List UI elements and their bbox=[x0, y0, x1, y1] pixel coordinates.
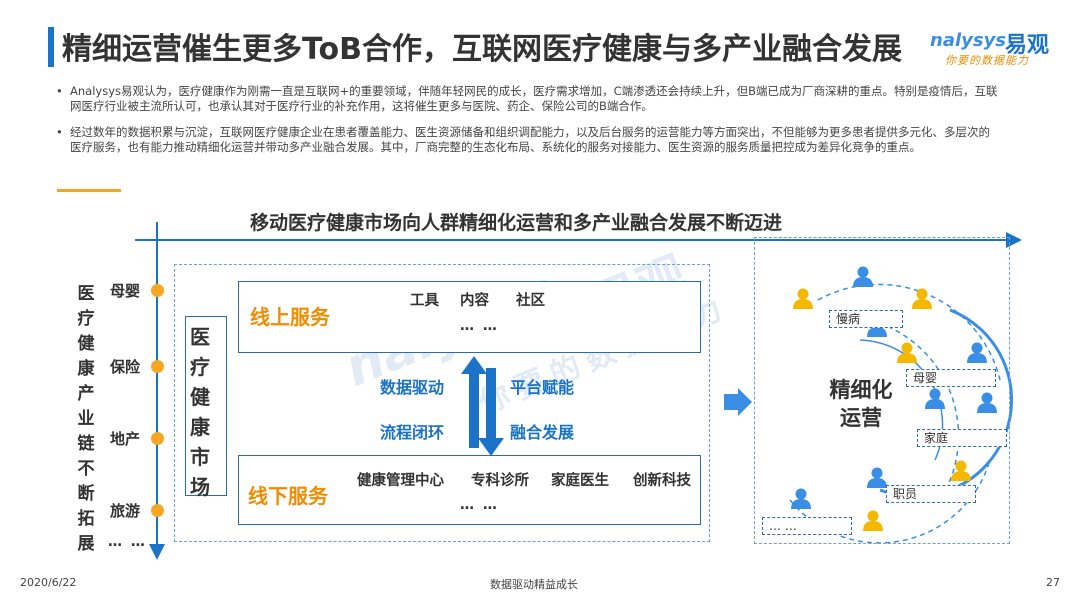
segment-family: 家庭 bbox=[917, 429, 1007, 447]
person-icon-2 bbox=[793, 288, 813, 309]
online-item-tools: 工具 bbox=[410, 293, 439, 309]
person-icon-12 bbox=[863, 510, 883, 531]
bullet-marker: • bbox=[56, 84, 63, 98]
section-divider bbox=[57, 189, 121, 192]
bullet-paragraph-1: • Analysys易观认为，医疗健康作为刚需一直是互联网+的重要领域，伴随年轻… bbox=[56, 84, 1000, 114]
refine-label: 精细化运营 bbox=[829, 378, 893, 430]
offline-more: … … bbox=[460, 497, 499, 513]
offline-item-family-doctor: 家庭医生 bbox=[551, 473, 609, 489]
page-number: 27 bbox=[1046, 576, 1060, 589]
market-label: 医疗健康市场 bbox=[190, 325, 210, 499]
label-data-driven: 数据驱动 bbox=[380, 378, 445, 397]
person-icon-1 bbox=[853, 266, 873, 287]
refine-box bbox=[754, 237, 1010, 544]
right-block-arrow bbox=[724, 388, 752, 416]
industry-dot bbox=[151, 504, 164, 517]
logo-name-cn: 易观 bbox=[1005, 33, 1050, 58]
bullet-text-2: 经过数年的数据积累与沉淀，互联网医疗健康企业在患者覆盖能力、医生资源储备和组织调… bbox=[70, 125, 990, 154]
chain-label: 医疗健康产业链不断拓展 bbox=[77, 284, 95, 554]
person-icon-6 bbox=[967, 342, 987, 363]
online-service-title: 线上服务 bbox=[250, 305, 330, 329]
segment-chronic: 慢病 bbox=[829, 310, 903, 328]
segment-staff: 职员 bbox=[886, 485, 976, 503]
industry-travel: 旅游 bbox=[110, 502, 141, 520]
bullet-paragraph-2: • 经过数年的数据积累与沉淀，互联网医疗健康企业在患者覆盖能力、医生资源储备和组… bbox=[56, 125, 1000, 155]
person-icon-8 bbox=[977, 392, 997, 413]
segment-more: … … bbox=[762, 517, 852, 535]
industry-maternal: 母婴 bbox=[110, 282, 141, 300]
industries-more: … … bbox=[108, 534, 147, 550]
person-icon-5 bbox=[897, 342, 917, 363]
footer-date: 2020/6/22 bbox=[20, 576, 77, 589]
online-more: … … bbox=[460, 318, 499, 334]
online-item-community: 社区 bbox=[516, 293, 545, 309]
bullet-text-1: Analysys易观认为，医疗健康作为刚需一直是互联网+的重要领域，伴随年轻网民… bbox=[70, 84, 998, 113]
industry-dot bbox=[151, 284, 164, 297]
industry-dot bbox=[151, 432, 164, 445]
offline-service-title: 线下服务 bbox=[248, 484, 328, 508]
down-arrow bbox=[478, 368, 504, 456]
market-box bbox=[174, 264, 710, 542]
title-accent-bar bbox=[48, 27, 54, 67]
diagram-banner: 移动医疗健康市场向人群精细化运营和多产业融合发展不断迈进 bbox=[250, 212, 783, 234]
page-title: 精细运营催生更多ToB合作，互联网医疗健康与多产业融合发展 bbox=[62, 32, 902, 67]
industry-real-estate: 地产 bbox=[110, 430, 141, 448]
industry-insurance: 保险 bbox=[110, 358, 141, 376]
person-icon-11 bbox=[791, 488, 811, 509]
offline-item-innovation-tech: 创新科技 bbox=[633, 473, 691, 489]
label-process-loop: 流程闭环 bbox=[380, 423, 445, 442]
person-icon-3 bbox=[912, 288, 932, 309]
footer-slogan: 数据驱动精益成长 bbox=[490, 578, 578, 591]
person-icon-7 bbox=[925, 388, 945, 409]
offline-item-specialty-clinic: 专科诊所 bbox=[471, 473, 529, 489]
person-icon-9 bbox=[951, 460, 971, 481]
segment-maternal: 母婴 bbox=[906, 369, 996, 387]
up-arrow bbox=[461, 356, 487, 448]
logo-slogan: 你要的数据能力 bbox=[945, 54, 1029, 67]
online-item-content: 内容 bbox=[460, 293, 489, 309]
label-platform-empower: 平台赋能 bbox=[510, 378, 575, 397]
offline-service-box bbox=[238, 455, 701, 525]
online-service-box bbox=[238, 281, 701, 353]
label-integration: 融合发展 bbox=[510, 423, 575, 442]
bullet-marker: • bbox=[56, 125, 63, 139]
industry-dot bbox=[151, 360, 164, 373]
market-label-box bbox=[185, 316, 227, 496]
person-icon-10 bbox=[867, 467, 887, 488]
offline-item-health-center: 健康管理中心 bbox=[357, 473, 444, 489]
logo-name-en: nalysys bbox=[930, 30, 1007, 51]
